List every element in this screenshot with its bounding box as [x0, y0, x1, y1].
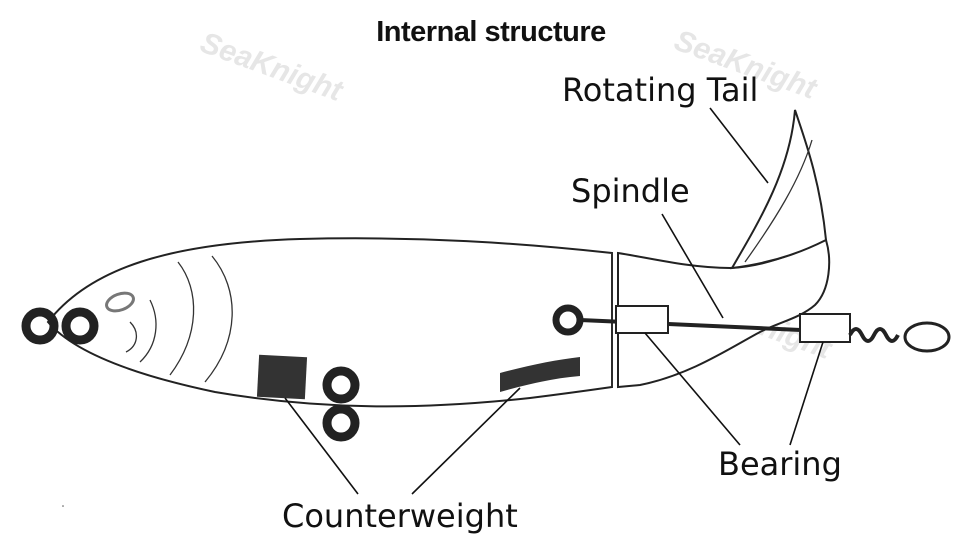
head-gill-lines — [125, 255, 233, 383]
tail-fin-crease — [744, 139, 813, 263]
counterweight-front — [256, 354, 308, 400]
label-bearing: Bearing — [718, 445, 842, 483]
bearing-front — [615, 305, 669, 334]
watermark-text-1: SeaKnight — [196, 26, 349, 108]
leader-spindle — [661, 213, 724, 319]
label-counterweight: Counterweight — [282, 497, 518, 535]
rotating-tail-fin — [730, 109, 828, 270]
bearing-rear — [799, 313, 851, 343]
diagram-title: Internal structure — [376, 16, 606, 48]
label-rotating-tail: Rotating Tail — [562, 71, 758, 109]
leader-counterweight-front — [284, 397, 359, 495]
tail-housing — [617, 238, 831, 389]
front-line-tie — [21, 307, 99, 345]
rear-swivel-ring — [903, 321, 951, 353]
counterweight-rear — [500, 357, 580, 392]
belly-hook-hanger — [322, 366, 360, 442]
leader-rotating-tail — [709, 107, 769, 184]
spindle-eye-ring — [552, 304, 584, 336]
rear-swivel-coil — [848, 327, 900, 343]
eye — [105, 291, 135, 313]
leader-lines — [284, 107, 824, 495]
leader-counterweight-rear — [411, 387, 521, 495]
leader-bearing-rear — [789, 341, 824, 446]
stray-dot — [62, 505, 64, 507]
leader-bearing-front — [644, 332, 741, 446]
label-spindle: Spindle — [571, 172, 690, 210]
